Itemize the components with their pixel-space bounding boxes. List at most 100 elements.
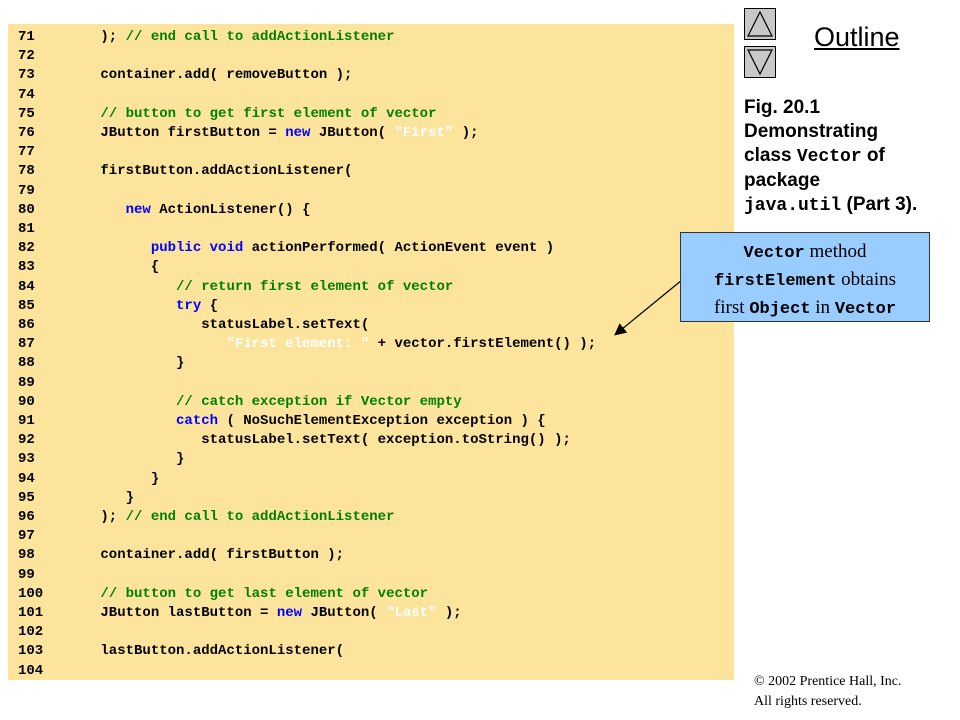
code-token	[50, 106, 100, 122]
callout-box: Vector method firstElement obtains first…	[680, 232, 930, 322]
code-token: );	[50, 509, 126, 525]
line-number: 78	[18, 163, 35, 180]
caption-line: Demonstrating	[744, 121, 879, 142]
code-text: catch ( NoSuchElementException exception…	[50, 412, 546, 431]
caption-text: class	[744, 145, 797, 166]
line-number: 76	[18, 125, 35, 141]
code-text: try {	[50, 297, 218, 316]
code-string: "First element: "	[226, 336, 370, 353]
line-number: 97	[18, 528, 35, 545]
callout-code: Object	[749, 300, 811, 319]
code-token: }	[50, 451, 185, 468]
code-token: {	[50, 259, 160, 276]
code-text: statusLabel.setText(	[50, 316, 369, 335]
code-text: public void actionPerformed( ActionEvent…	[50, 239, 554, 258]
code-text: container.add( removeButton );	[50, 66, 352, 85]
figure-number: Fig. 20.1	[744, 97, 821, 118]
caption-text: (Part 3).	[841, 194, 918, 215]
code-token	[50, 336, 226, 352]
code-token: + vector.firstElement() );	[369, 336, 597, 353]
line-number: 90	[18, 393, 35, 410]
line-number: 82	[18, 240, 35, 257]
code-token: container.add( firstButton );	[50, 547, 345, 564]
line-number: 92	[18, 432, 35, 449]
line-number: 85	[18, 297, 35, 314]
line-number: 77	[18, 144, 35, 161]
previous-slide-button[interactable]	[744, 8, 776, 40]
code-token	[50, 240, 151, 256]
code-token	[50, 394, 176, 410]
code-token: ( NoSuchElementException exception ) {	[218, 413, 546, 429]
callout-text: method	[804, 241, 867, 262]
code-text: // catch exception if Vector empty	[50, 393, 462, 412]
code-keyword: public void	[150, 240, 244, 257]
code-keyword: new	[285, 125, 311, 141]
line-number: 71	[18, 29, 35, 45]
code-token: container.add( removeButton );	[50, 67, 353, 84]
code-keyword: new	[125, 201, 151, 218]
code-comment: // return first element of vector	[176, 278, 454, 295]
code-string: "First"	[394, 125, 454, 141]
line-number: 94	[18, 470, 35, 487]
line-number: 84	[18, 278, 35, 295]
next-slide-button[interactable]	[744, 46, 776, 78]
code-token	[50, 279, 176, 295]
code-text: ); // end call to addActionListener	[50, 508, 394, 527]
code-text: }	[50, 470, 159, 489]
code-token	[50, 413, 176, 429]
copyright-line: © 2002 Prentice Hall, Inc.	[754, 674, 902, 689]
figure-caption: Fig. 20.1 Demonstrating class Vector of …	[744, 96, 954, 218]
callout-text: first	[713, 297, 750, 318]
code-comment: // button to get last element of vector	[100, 585, 429, 602]
line-number: 102	[18, 624, 44, 641]
outline-link[interactable]: Outline	[814, 22, 900, 52]
callout-line: firstElement obtains	[681, 267, 929, 295]
line-number: 98	[18, 547, 35, 564]
code-token: }	[50, 355, 185, 372]
callout-code: firstElement	[713, 272, 837, 291]
callout-text: obtains	[836, 269, 897, 290]
line-number: 79	[18, 182, 35, 199]
caption-line: java.util (Part 3).	[744, 193, 954, 218]
code-token: statusLabel.setText( exception.toString(…	[50, 432, 571, 449]
code-text: statusLabel.setText( exception.toString(…	[50, 431, 571, 450]
triangle-down-icon	[747, 49, 773, 76]
triangle-up-icon	[747, 10, 773, 37]
code-text: // button to get last element of vector	[50, 585, 428, 604]
line-number: 91	[18, 413, 35, 429]
code-token: );	[50, 29, 126, 45]
code-comment: // catch exception if Vector empty	[176, 393, 462, 410]
line-number: 104	[18, 662, 44, 679]
line-number: 72	[18, 48, 35, 65]
line-number: 83	[18, 259, 35, 276]
code-comment: // end call to addActionListener	[125, 509, 395, 525]
callout-text: in	[810, 297, 835, 318]
line-number: 103	[18, 643, 44, 660]
code-text: "First element: " + vector.firstElement(…	[50, 335, 596, 354]
code-token: statusLabel.setText(	[50, 317, 370, 333]
line-number: 73	[18, 67, 35, 84]
code-token: JButton lastButton =	[50, 605, 277, 621]
code-comment: // end call to addActionListener	[125, 29, 395, 45]
caption-line: class Vector of	[744, 144, 954, 169]
line-number: 88	[18, 355, 35, 372]
line-number: 93	[18, 451, 35, 468]
line-number: 101	[18, 605, 44, 621]
code-text: container.add( firstButton );	[50, 546, 344, 565]
code-token	[50, 202, 126, 218]
line-number: 99	[18, 566, 35, 583]
code-text: // button to get first element of vector	[50, 105, 436, 124]
line-number: 87	[18, 336, 35, 353]
line-number: 74	[18, 86, 35, 103]
line-number: 96	[18, 509, 35, 525]
caption-code: java.util	[744, 196, 842, 216]
code-text: {	[50, 258, 159, 277]
code-token: }	[50, 470, 160, 487]
caption-line: package	[744, 170, 821, 191]
callout-line: first Object in Vector	[681, 295, 929, 323]
code-token: ActionListener() {	[150, 201, 311, 218]
copyright-line: All rights reserved.	[754, 694, 862, 709]
line-number: 81	[18, 221, 35, 237]
code-token: JButton(	[310, 125, 395, 141]
line-number: 75	[18, 105, 35, 122]
